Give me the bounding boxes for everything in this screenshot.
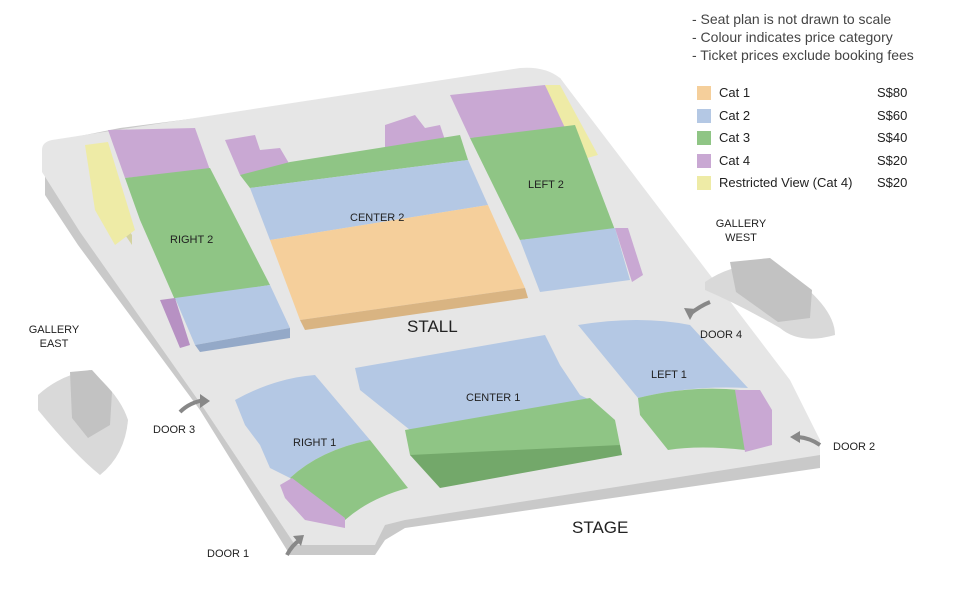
gallery-west[interactable] bbox=[705, 258, 835, 339]
label-door-2: DOOR 2 bbox=[833, 441, 876, 453]
section-left-1[interactable] bbox=[578, 320, 772, 452]
legend-label-cat-1: Cat 1 bbox=[719, 85, 751, 100]
door-4-arrow bbox=[684, 300, 711, 320]
door-3-arrow bbox=[178, 394, 210, 414]
label-right-1: RIGHT 1 bbox=[293, 437, 337, 449]
section-right-1[interactable] bbox=[235, 375, 408, 528]
label-door-3: DOOR 3 bbox=[153, 424, 196, 436]
label-center-1: CENTER 1 bbox=[466, 392, 521, 404]
legend-price-cat-3: S$40 bbox=[877, 130, 908, 145]
legend-swatch-restricted bbox=[697, 176, 711, 190]
seat-plan-notes: - Seat plan is not drawn to scale - Colo… bbox=[692, 10, 914, 64]
legend-label-cat-4: Cat 4 bbox=[719, 152, 751, 168]
gallery-west-line-1: GALLERY bbox=[715, 218, 767, 230]
section-center-1[interactable] bbox=[355, 335, 622, 488]
legend-row-cat-4: Cat 4 S$20 bbox=[697, 153, 937, 176]
section-left-2[interactable] bbox=[450, 85, 643, 292]
legend-row-cat-1: Cat 1 S$80 bbox=[697, 85, 937, 108]
section-right-2[interactable] bbox=[85, 128, 290, 352]
gallery-west-line-2: WEST bbox=[725, 232, 757, 244]
label-door-1: DOOR 1 bbox=[207, 548, 250, 560]
label-gallery-east: GALLERY EAST bbox=[19, 323, 89, 351]
legend-row-cat-3: Cat 3 S$40 bbox=[697, 130, 937, 153]
gallery-east[interactable] bbox=[38, 370, 128, 475]
note-fees: - Ticket prices exclude booking fees bbox=[692, 47, 914, 63]
label-stall: STALL bbox=[407, 317, 458, 336]
legend-swatch-cat-4 bbox=[697, 153, 711, 168]
label-gallery-west: GALLERY WEST bbox=[706, 217, 776, 245]
legend-label-cat-2: Cat 2 bbox=[719, 107, 751, 123]
note-colour: - Colour indicates price category bbox=[692, 29, 893, 45]
legend-swatch-cat-1 bbox=[697, 86, 711, 100]
legend-label-restricted: Restricted View (Cat 4) bbox=[719, 175, 853, 190]
label-left-1: LEFT 1 bbox=[651, 369, 687, 381]
legend-row-restricted: Restricted View (Cat 4) S$20 bbox=[697, 175, 937, 198]
legend-label-cat-3: Cat 3 bbox=[719, 130, 751, 145]
door-2-arrow bbox=[790, 431, 822, 447]
legend-price-cat-1: S$80 bbox=[877, 85, 908, 100]
legend-swatch-cat-2 bbox=[697, 108, 711, 123]
legend-price-restricted: S$20 bbox=[877, 175, 908, 190]
legend-price-cat-4: S$20 bbox=[877, 152, 908, 168]
gallery-east-line-2: EAST bbox=[39, 338, 69, 350]
note-scale: - Seat plan is not drawn to scale bbox=[692, 11, 892, 27]
legend-row-cat-2: Cat 2 S$60 bbox=[697, 108, 937, 131]
label-door-4: DOOR 4 bbox=[700, 329, 743, 341]
door-1-arrow bbox=[285, 535, 304, 556]
legend-price-cat-2: S$60 bbox=[877, 107, 908, 123]
gallery-east-line-1: GALLERY bbox=[28, 324, 80, 336]
legend-swatch-cat-3 bbox=[697, 131, 711, 145]
label-center-2: CENTER 2 bbox=[350, 212, 405, 224]
price-legend: Cat 1 S$80 Cat 2 S$60 Cat 3 S$40 Cat 4 S… bbox=[697, 85, 937, 198]
section-center-2[interactable] bbox=[225, 115, 528, 330]
label-left-2: LEFT 2 bbox=[528, 179, 564, 191]
label-right-2: RIGHT 2 bbox=[170, 234, 214, 246]
label-stage: STAGE bbox=[572, 518, 629, 537]
